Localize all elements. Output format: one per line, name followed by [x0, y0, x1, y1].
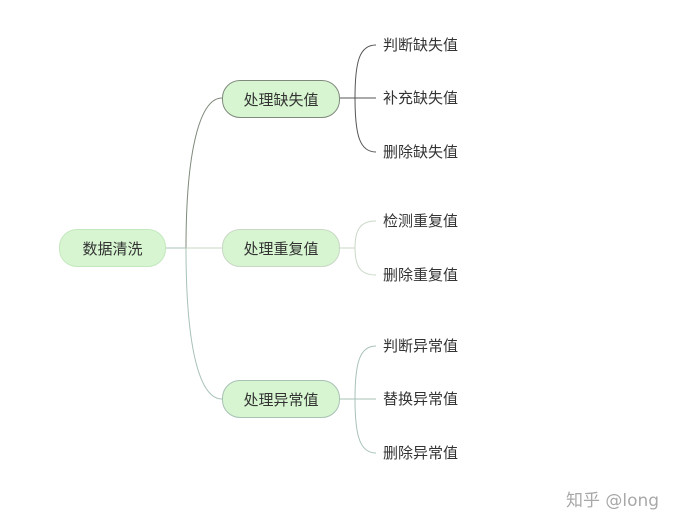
link-root-to-branch-3: [166, 247, 223, 400]
branch-node-duplicate-values: 处理重复值: [222, 229, 340, 267]
leaf-node: 删除重复值: [383, 266, 459, 284]
link-branch-2-to-leaf-2: [340, 247, 377, 276]
link-branch-2-to-leaf-1: [340, 220, 377, 249]
leaf-node: 判断异常值: [383, 337, 459, 355]
link-branch-1-to-leaf-1: [340, 44, 377, 99]
link-branch-3-to-leaf-3: [340, 398, 377, 454]
branch-node-outliers: 处理异常值: [222, 380, 340, 418]
branch-node-label: 处理异常值: [243, 390, 319, 409]
watermark: 知乎 @long: [566, 491, 660, 511]
branch-node-label: 处理缺失值: [243, 90, 319, 109]
leaf-node: 替换异常值: [383, 390, 459, 408]
leaf-node: 判断缺失值: [383, 36, 459, 54]
leaf-node: 补充缺失值: [383, 89, 459, 107]
branch-node-missing-values: 处理缺失值: [222, 80, 340, 118]
leaf-node: 检测重复值: [383, 212, 459, 230]
branch-node-label: 处理重复值: [243, 239, 319, 258]
leaf-node: 删除缺失值: [383, 143, 459, 161]
root-node: 数据清洗: [59, 229, 166, 267]
root-node-label: 数据清洗: [82, 239, 143, 258]
leaf-node: 删除异常值: [383, 444, 459, 462]
link-branch-3-to-leaf-1: [340, 345, 377, 400]
link-branch-1-to-leaf-3: [340, 97, 377, 153]
link-root-to-branch-1: [166, 97, 223, 249]
